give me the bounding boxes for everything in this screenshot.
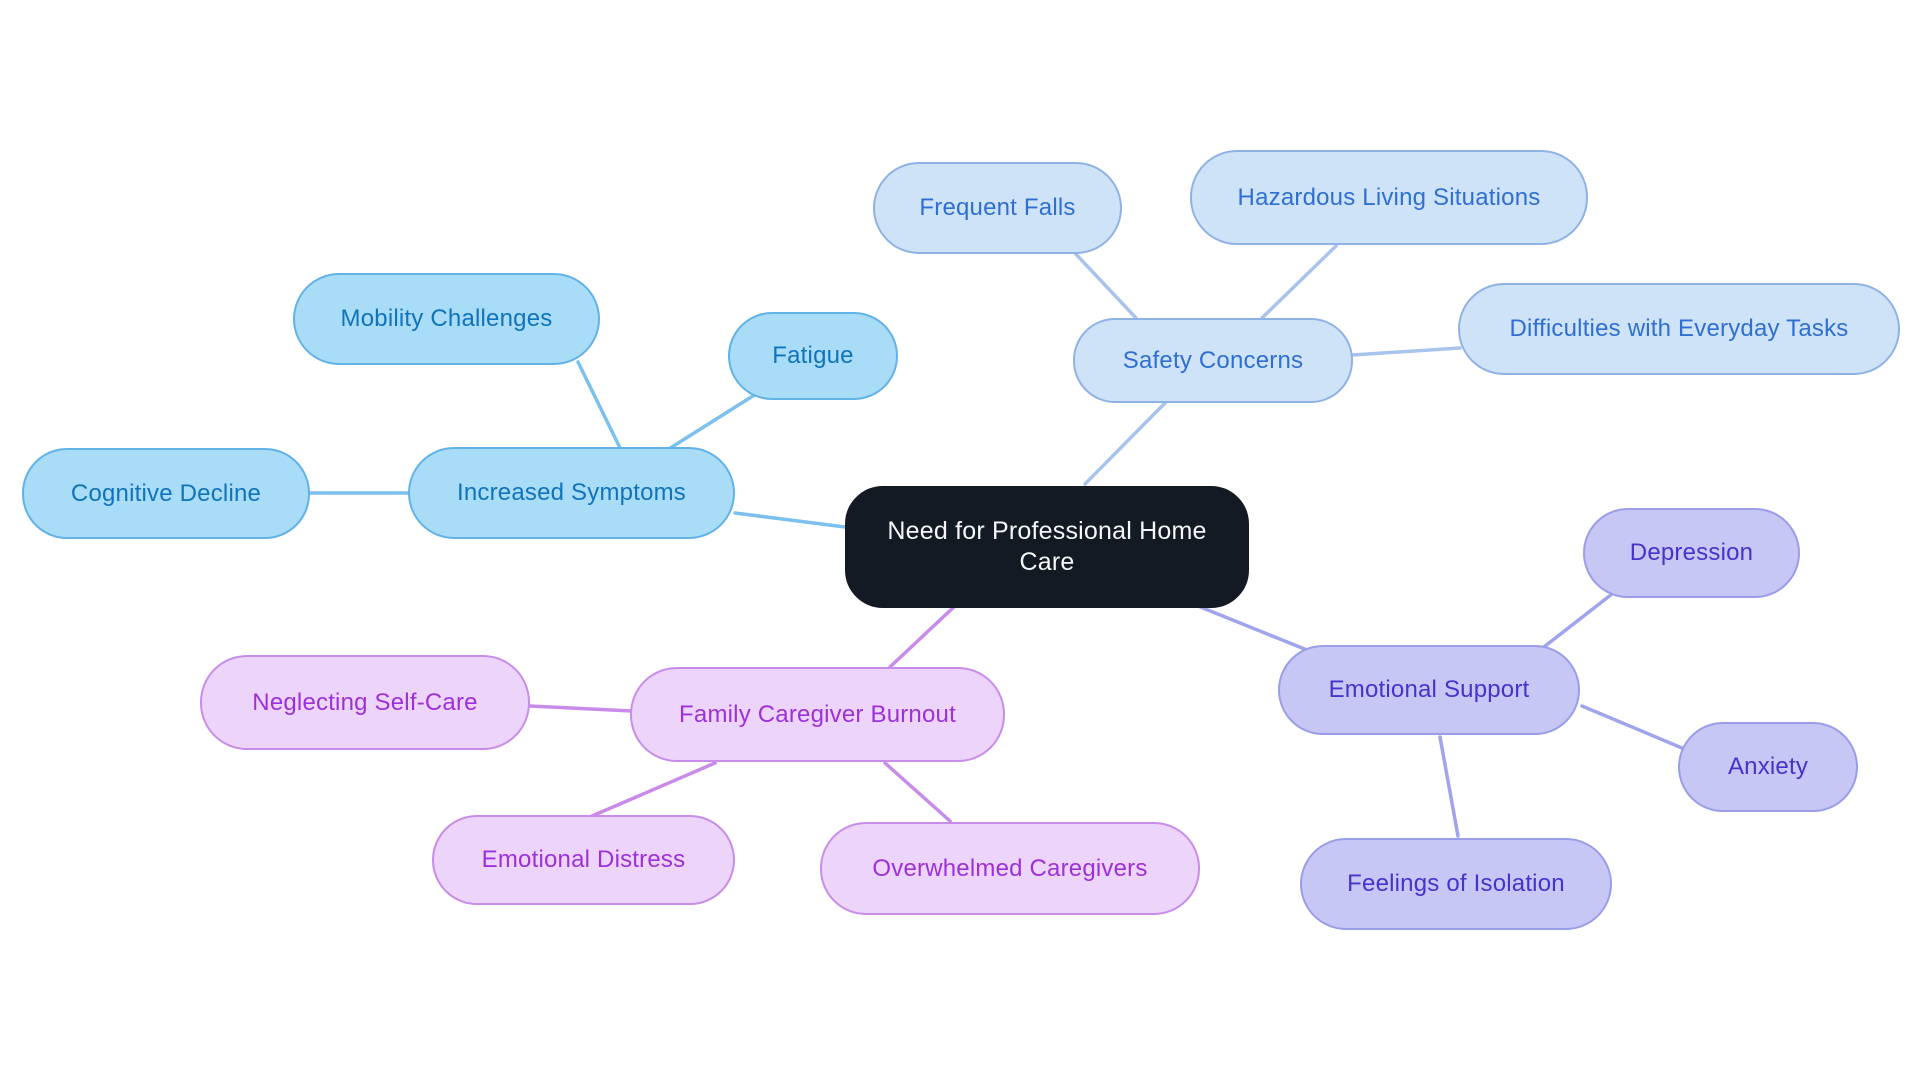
node-central[interactable]: Need for Professional Home Care (845, 486, 1249, 608)
edge-safety-concerns-difficulties-tasks (1350, 346, 1462, 357)
edge-caregiver-burnout-emotional-distress (590, 761, 717, 818)
node-increased-symptoms[interactable]: Increased Symptoms (408, 447, 735, 539)
node-difficulties-everyday-tasks[interactable]: Difficulties with Everyday Tasks (1458, 283, 1900, 375)
node-family-caregiver-burnout[interactable]: Family Caregiver Burnout (630, 667, 1005, 762)
node-feelings-of-isolation[interactable]: Feelings of Isolation (1300, 838, 1612, 930)
node-neglecting-self-care[interactable]: Neglecting Self-Care (200, 655, 530, 750)
node-depression[interactable]: Depression (1583, 508, 1800, 598)
edge-central-family-caregiver-burnout (888, 603, 958, 669)
edge-emotional-support-anxiety (1580, 704, 1684, 750)
edge-increased-symptoms-fatigue (662, 392, 758, 454)
edge-emotional-support-feelings-isolation (1438, 735, 1460, 838)
node-emotional-support[interactable]: Emotional Support (1278, 645, 1580, 735)
node-mobility-challenges[interactable]: Mobility Challenges (293, 273, 600, 365)
node-fatigue[interactable]: Fatigue (728, 312, 898, 400)
edge-central-increased-symptoms (733, 511, 847, 529)
node-cognitive-decline[interactable]: Cognitive Decline (22, 448, 310, 539)
node-hazardous-living-situations[interactable]: Hazardous Living Situations (1190, 150, 1588, 245)
edge-central-safety-concerns (1083, 398, 1170, 486)
edge-caregiver-burnout-overwhelmed-caregivers (883, 761, 952, 823)
edge-safety-concerns-frequent-falls (1071, 249, 1138, 320)
edge-central-emotional-support (1191, 602, 1314, 654)
edge-emotional-support-depression (1538, 592, 1614, 652)
edge-increased-symptoms-mobility-challenges (576, 360, 624, 454)
node-emotional-distress[interactable]: Emotional Distress (432, 815, 735, 905)
edge-caregiver-burnout-neglecting-self-care (528, 704, 634, 713)
node-overwhelmed-caregivers[interactable]: Overwhelmed Caregivers (820, 822, 1200, 915)
node-anxiety[interactable]: Anxiety (1678, 722, 1858, 812)
node-safety-concerns[interactable]: Safety Concerns (1073, 318, 1353, 403)
edge-safety-concerns-hazardous-living (1260, 244, 1338, 320)
node-frequent-falls[interactable]: Frequent Falls (873, 162, 1122, 254)
